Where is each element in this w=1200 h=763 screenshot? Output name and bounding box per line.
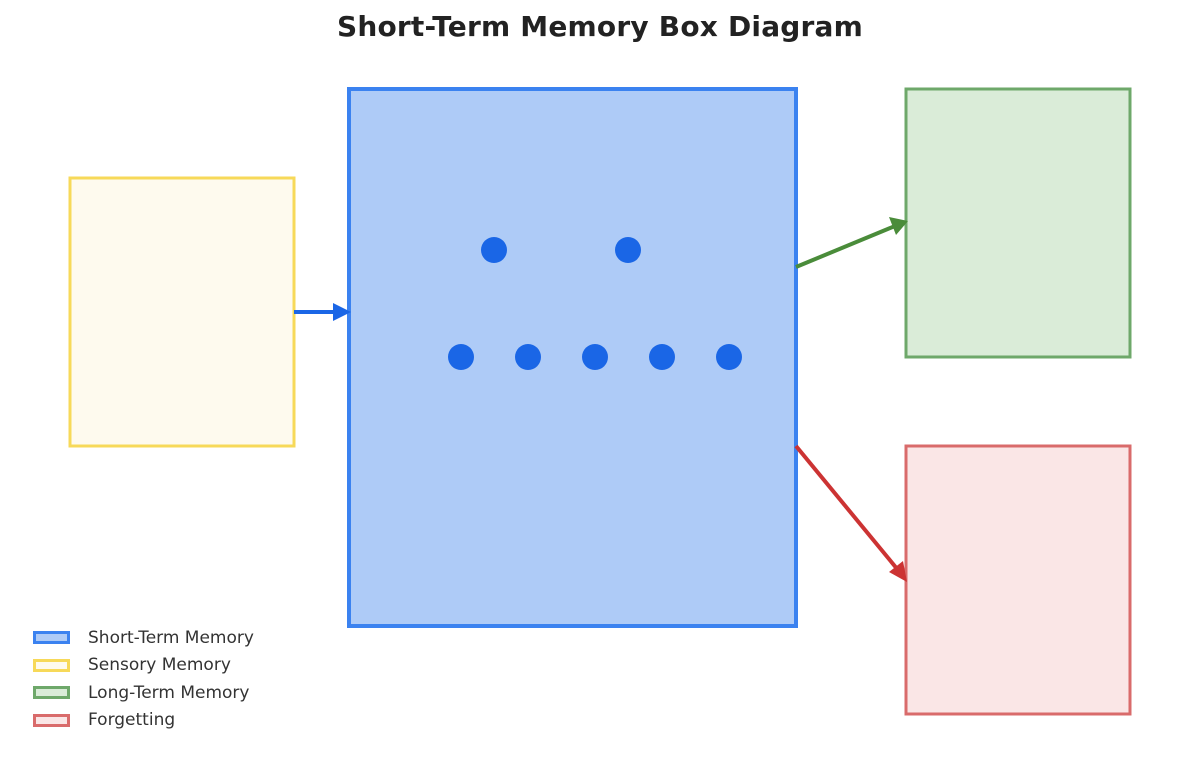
arrow-short-term-to-long-term: [795, 217, 908, 269]
sensory-memory-box: [68, 176, 296, 448]
memory-item-dot: [448, 344, 474, 370]
legend-swatch-sensory: [33, 658, 70, 672]
legend-swatch-short-term: [33, 631, 70, 645]
forgetting-box: [904, 444, 1132, 716]
legend: Short-Term Memory Sensory Memory Long-Te…: [33, 624, 254, 734]
legend-label: Long-Term Memory: [88, 682, 250, 703]
page-title: Short-Term Memory Box Diagram: [336, 10, 864, 43]
legend-item-short-term: Short-Term Memory: [33, 624, 254, 652]
legend-item-long-term: Long-Term Memory: [33, 679, 254, 707]
legend-item-sensory: Sensory Memory: [33, 652, 254, 680]
memory-item-dot: [582, 344, 608, 370]
legend-label: Short-Term Memory: [88, 627, 254, 648]
short-term-items-top-row: [481, 237, 641, 263]
memory-item-dot: [615, 237, 641, 263]
arrow-short-term-to-forgetting: [794, 444, 907, 582]
memory-item-dot: [716, 344, 742, 370]
legend-label: Sensory Memory: [88, 655, 231, 676]
memory-item-dot: [649, 344, 675, 370]
long-term-memory-box: [904, 87, 1132, 359]
legend-swatch-forgetting: [33, 713, 70, 727]
legend-label: Forgetting: [88, 710, 176, 731]
short-term-items-bottom-row: [448, 344, 742, 370]
arrow-sensory-to-short-term: [294, 303, 351, 321]
memory-item-dot: [515, 344, 541, 370]
legend-item-forgetting: Forgetting: [33, 707, 254, 735]
legend-swatch-long-term: [33, 686, 70, 700]
memory-item-dot: [481, 237, 507, 263]
